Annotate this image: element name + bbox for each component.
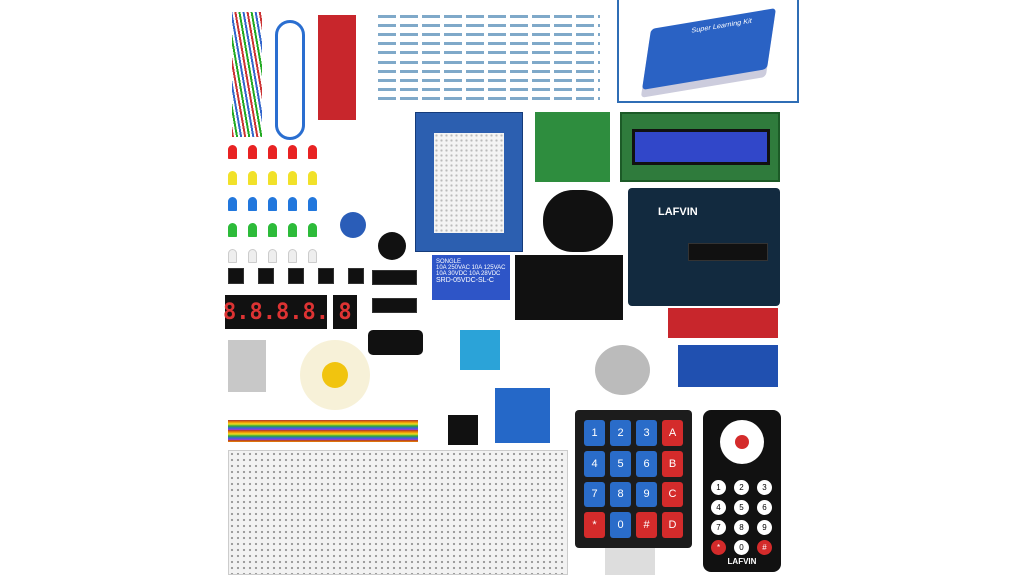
joystick — [543, 190, 613, 252]
keypad-key: # — [636, 512, 657, 538]
buttons — [228, 268, 364, 284]
keypad-key: 1 — [584, 420, 605, 446]
lcd-1602 — [620, 112, 780, 182]
remote-key: 4 — [711, 500, 726, 515]
keypad-key: 3 — [636, 420, 657, 446]
ultrasonic-sensor — [678, 345, 778, 387]
stepper-driver — [535, 112, 610, 182]
keypad-key: A — [662, 420, 683, 446]
stepper-motor — [595, 345, 650, 395]
ir-receiver — [448, 415, 478, 445]
remote-key: * — [711, 540, 726, 555]
remote-key: 6 — [757, 500, 772, 515]
relay-model: SRD-05VDC-SL-C — [436, 277, 494, 284]
keypad-key: 0 — [610, 512, 631, 538]
four-digit-display: 8.8.8.8. — [223, 295, 329, 329]
battery-clip — [368, 330, 423, 355]
leds — [228, 145, 317, 263]
jumper-wires — [232, 12, 262, 137]
keypad-key: 6 — [636, 450, 657, 477]
arduino-board: LAFVIN — [628, 188, 780, 306]
sound-sensor-module — [318, 15, 356, 120]
usb-cable — [275, 20, 305, 140]
relay-rating: 10A 30VDC 10A 28VDC — [436, 271, 501, 277]
kit-box-label: Super Learning Kit — [690, 17, 753, 35]
servo — [495, 388, 550, 443]
potentiometer — [340, 212, 366, 238]
remote-brand: LAFVIN — [727, 557, 757, 566]
remote-key: 8 — [734, 520, 749, 535]
ic-chip — [372, 298, 417, 313]
kit-box: Super Learning Kit — [641, 8, 777, 90]
relay-brand: SONGLE — [436, 259, 462, 265]
keypad-key: D — [662, 512, 683, 538]
prototype-shield — [415, 112, 523, 252]
dht11-sensor — [460, 330, 500, 370]
relay-rating: 10A 250VAC 10A 125VAC — [436, 265, 506, 271]
kit-box-inset: Super Learning Kit — [617, 0, 799, 103]
ribbon-cable — [228, 420, 418, 442]
breadboard — [228, 450, 568, 575]
keypad-ribbon — [605, 548, 655, 575]
dc-motor — [228, 340, 266, 392]
keypad-key: 2 — [610, 420, 631, 446]
remote-key: 2 — [734, 480, 749, 495]
ir-remote: 1 2 3 4 5 6 7 8 9 * 0 # LAFVIN — [703, 410, 781, 572]
keypad: 1 2 3 A 4 5 6 B 7 8 9 C * 0 # D — [575, 410, 692, 548]
remote-key: 7 — [711, 520, 726, 535]
keypad-key: 7 — [584, 481, 605, 508]
keypad-key: 5 — [610, 450, 631, 477]
remote-key: 5 — [734, 500, 749, 515]
water-sensor — [668, 308, 778, 338]
keypad-key: 8 — [610, 481, 631, 508]
keypad-key: B — [662, 450, 683, 477]
buzzer — [378, 232, 406, 260]
keypad-key: C — [662, 481, 683, 508]
fan-propeller — [300, 340, 370, 410]
remote-key: 0 — [734, 540, 749, 555]
keypad-key: 4 — [584, 450, 605, 477]
dpad — [720, 420, 764, 464]
relay: SONGLE 10A 250VAC 10A 125VAC 10A 30VDC 1… — [432, 255, 510, 300]
keypad-key: * — [584, 512, 605, 538]
ic-chip — [372, 270, 417, 285]
resistors — [378, 15, 600, 100]
remote-key: 9 — [757, 520, 772, 535]
one-digit-display: 8 — [333, 295, 357, 329]
remote-key: 1 — [711, 480, 726, 495]
power-module — [515, 255, 623, 320]
remote-key: # — [757, 540, 772, 555]
board-brand: LAFVIN — [658, 206, 698, 218]
keypad-key: 9 — [636, 481, 657, 508]
remote-key: 3 — [757, 480, 772, 495]
